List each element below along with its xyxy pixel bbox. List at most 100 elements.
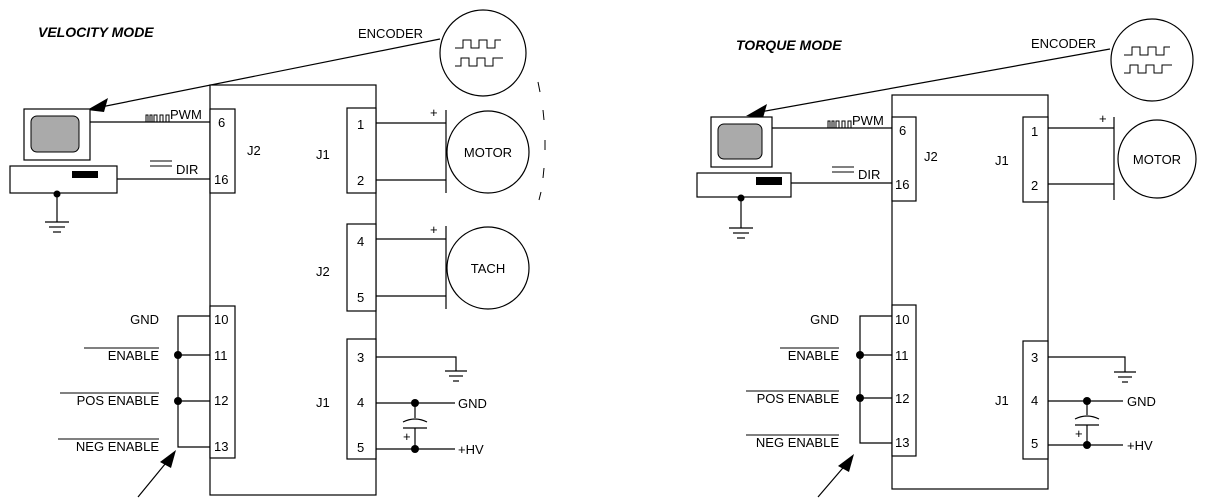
j2-label: J2 [247,143,261,158]
ground-bus [859,315,892,444]
plus-sign: + [1075,426,1083,441]
j2-tach-connector [346,223,377,312]
encoder-label: ENCODER [1031,36,1096,51]
pwm-signal-icon [827,120,852,129]
plus-sign: + [430,222,438,237]
pin-label: 12 [214,393,228,408]
capacitor-icon [1074,401,1100,445]
pin-label: 6 [899,123,906,138]
chassis-ground-wire [376,356,457,371]
pin-label: 5 [1031,436,1038,451]
encoder-cable [759,48,1111,113]
j1-power-connector [346,338,377,460]
input-label: NEG ENABLE [76,439,159,454]
tach-icon [446,226,530,310]
j1-power-label: J1 [995,393,1009,408]
plus-sign: + [1099,111,1107,126]
torque-mode-diagram: TORQUE MODE ENCODER PWM DIR [696,18,1197,498]
j1-power-connector [1022,340,1049,460]
encoder-mount-dashes [537,81,546,201]
encoder-waveform-b [455,57,503,67]
encoder-cable [100,38,441,108]
dir-label: DIR [176,162,198,177]
motor-icon [446,110,530,194]
motor-icon [1117,119,1197,199]
pin-label: 3 [357,350,364,365]
pwm-label: PWM [852,113,884,128]
pin-label: 16 [895,177,909,192]
encoder-waveform-a [455,39,501,49]
input-label: ENABLE [108,348,160,363]
input-label: GND [130,312,159,327]
encoder-label: ENCODER [358,26,423,41]
input-label: ENABLE [788,348,840,363]
ground-bus [177,315,210,448]
j2-tach-label: J2 [316,264,330,279]
encoder-waveform-b [1124,64,1172,74]
power-hv-label: +HV [458,442,484,457]
j1-motor-connector [1022,116,1049,203]
pin-label: 1 [1031,124,1038,139]
input-label: POS ENABLE [757,391,840,406]
plus-sign: + [430,105,438,120]
pin-label: 13 [214,439,228,454]
encoder-arrowhead [87,98,108,112]
diagram-title: TORQUE MODE [736,37,842,53]
encoder-icon [439,9,527,97]
pin-label: 2 [1031,178,1038,193]
input-label: NEG ENABLE [756,435,839,450]
motor-label: MOTOR [1133,152,1181,167]
pin-label: 10 [214,312,228,327]
input-label: GND [810,312,839,327]
pin-label: 3 [1031,350,1038,365]
pwm-label: PWM [170,107,202,122]
amplifier-body [891,94,1049,490]
pin-label: 4 [357,395,364,410]
pin-label: 4 [1031,393,1038,408]
pin-label: 10 [895,312,909,327]
j1-label: J1 [316,147,330,162]
ground-icon [445,370,467,382]
input-label: POS ENABLE [77,393,160,408]
dir-label: DIR [858,167,880,182]
j2-connector [209,108,236,194]
encoder-arrowhead [746,104,767,118]
motor-label: MOTOR [464,145,512,160]
pin-label: 16 [214,172,228,187]
pin-label: 1 [357,117,364,132]
chassis-ground-wire [1048,356,1126,372]
pin-label: 12 [895,391,909,406]
power-gnd-label: GND [458,396,487,411]
j1-motor-connector [346,107,377,194]
computer-icon [9,108,118,233]
plus-sign: + [403,429,411,444]
pin-label: 6 [218,115,225,130]
computer-icon [696,116,792,239]
ground-icon [1114,371,1136,383]
input-arrowhead [160,450,176,468]
pin-label: 5 [357,290,364,305]
input-arrowhead [838,454,854,472]
pin-label: 11 [895,348,909,363]
pwm-signal-icon [145,114,170,123]
pin-label: 13 [895,435,909,450]
capacitor-icon [402,403,428,449]
j2-label: J2 [924,149,938,164]
tach-label: TACH [471,261,505,276]
encoder-waveform-a [1124,46,1170,56]
diagram-title: VELOCITY MODE [38,24,154,40]
input-connector [209,305,236,459]
pin-label: 2 [357,173,364,188]
j2-connector [891,116,917,202]
j1-label: J1 [995,153,1009,168]
power-gnd-label: GND [1127,394,1156,409]
input-connector [891,304,917,457]
pin-label: 4 [357,234,364,249]
pin-label: 11 [214,348,228,363]
velocity-mode-diagram: VELOCITY MODE ENCODER PWM DIR [9,9,546,498]
pin-label: 5 [357,440,364,455]
encoder-icon [1110,18,1194,102]
j1-power-label: J1 [316,395,330,410]
power-hv-label: +HV [1127,438,1153,453]
